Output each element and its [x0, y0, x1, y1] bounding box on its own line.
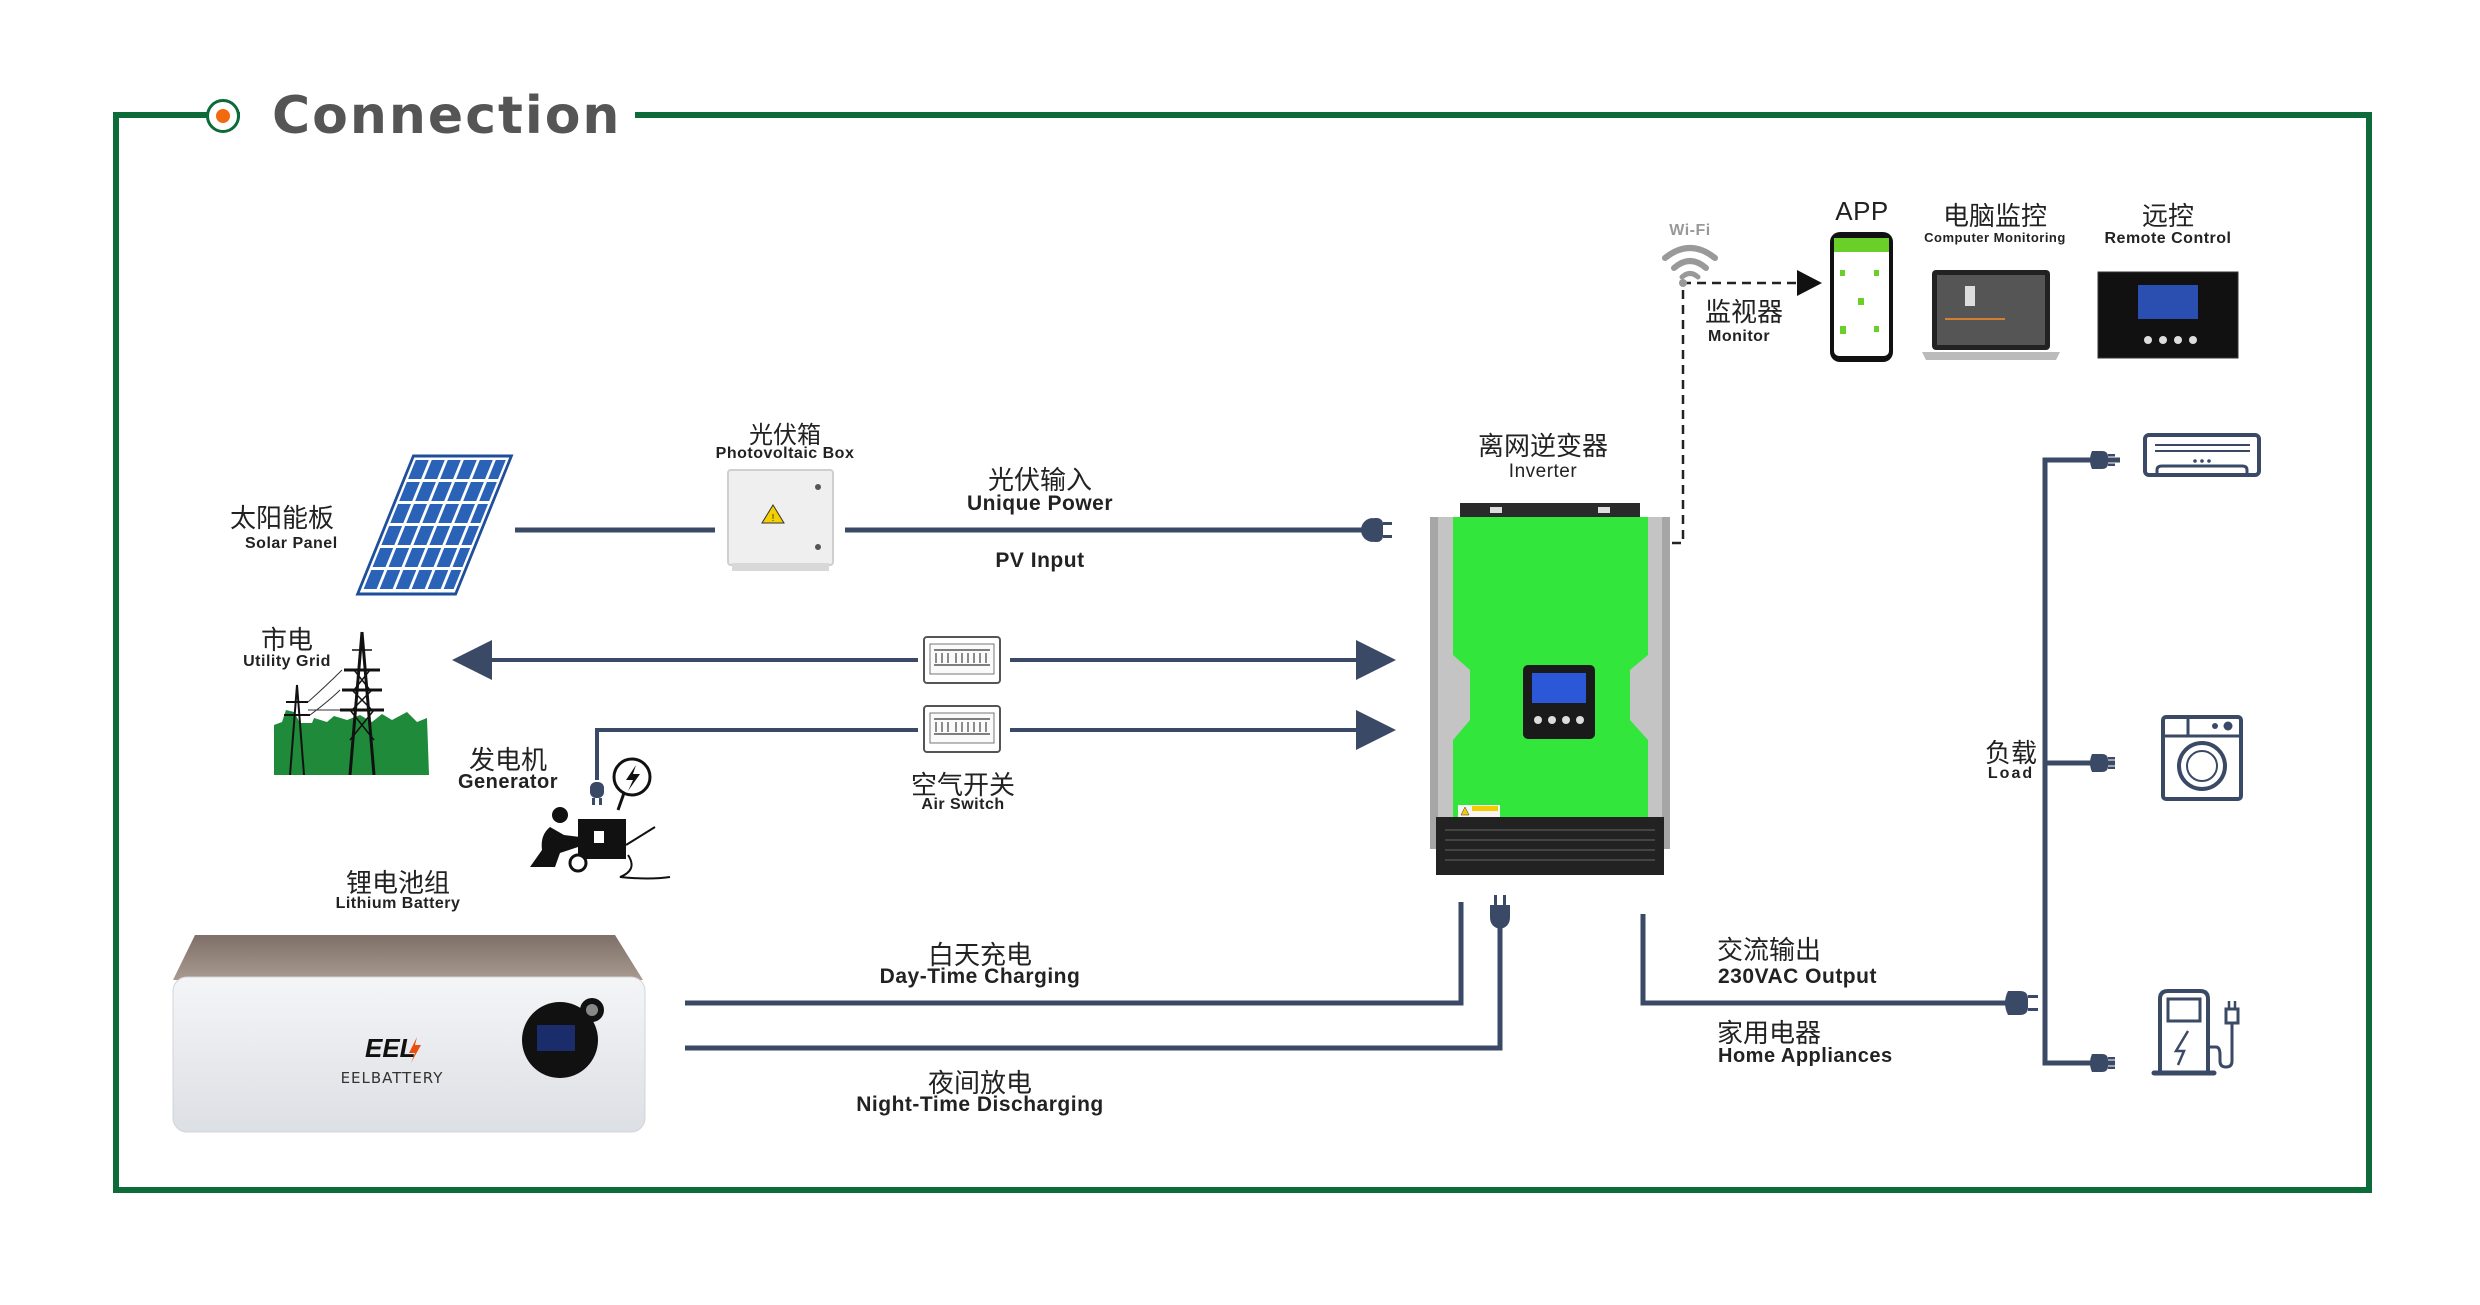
day-charging-label-cn: 白天充电 — [927, 941, 1033, 971]
monitor-dashed-line — [1672, 281, 1800, 545]
pv-input-label-cn: 光伏输入 — [987, 466, 1093, 496]
ac-output-line — [1640, 914, 2010, 1006]
load-label-en: Load — [1987, 765, 2035, 782]
monitor-label-cn: 监视器 — [1705, 298, 1784, 328]
night-discharging-label-cn: 夜间放电 — [927, 1069, 1033, 1099]
solar-panel-icon — [355, 454, 514, 596]
grid-label-cn: 市电 — [260, 626, 314, 656]
home-appliances-label-cn: 家用电器 — [1717, 1019, 1822, 1049]
pv-box-label-en: Photovoltaic Box — [715, 445, 855, 462]
generator-line-left — [595, 728, 918, 780]
laptop-icon — [1922, 270, 2060, 360]
washing-machine-icon — [2161, 715, 2243, 801]
night-discharging-label-en: Night-Time Discharging — [856, 1093, 1104, 1116]
solar-panel-label-en: Solar Panel — [245, 535, 338, 552]
battery-plug-icon — [1490, 895, 1510, 929]
pv-box-icon: ! — [727, 469, 834, 571]
utility-grid-icon — [274, 631, 429, 775]
remote-control-label-en: Remote Control — [2104, 230, 2232, 247]
air-switch-icon — [923, 705, 1001, 753]
frame-border — [113, 112, 2372, 1193]
ac-output-label-cn: 交流输出 — [1717, 936, 1822, 966]
day-charging-label-en: Day-Time Charging — [879, 965, 1081, 988]
inverter-device — [1430, 503, 1670, 875]
wifi-label: Wi-Fi — [1669, 222, 1711, 239]
battery-label-cn: 锂电池组 — [345, 869, 451, 899]
battery-brand-text: EELBATTERY — [341, 1069, 444, 1087]
day-charging-line — [685, 902, 1464, 1006]
monitor-arrow-icon — [1797, 270, 1822, 296]
solar-panel-label-cn: 太阳能板 — [230, 504, 335, 534]
generator-icon — [530, 757, 671, 880]
lithium-battery-icon: EEL EELBATTERY — [172, 935, 646, 1133]
battery-brand-logo: EEL — [365, 1033, 416, 1063]
pv-input-label-en2: PV Input — [995, 549, 1085, 572]
ev-charger-icon — [2151, 989, 2240, 1076]
inverter-label-cn: 离网逆变器 — [1477, 432, 1609, 462]
load-plug-icon — [2090, 1054, 2115, 1072]
computer-monitoring-label-cn: 电脑监控 — [1942, 202, 2048, 232]
battery-label-en: Lithium Battery — [335, 895, 461, 912]
monitor-label-en: Monitor — [1708, 328, 1771, 345]
air-switch-icon — [923, 636, 1001, 684]
air-switch-label-cn: 空气开关 — [910, 771, 1016, 801]
ac-output-label-en: 230VAC Output — [1718, 965, 1877, 988]
svg-text:!: ! — [772, 513, 775, 524]
plug-icon — [1361, 518, 1392, 542]
pv-box-label-cn: 光伏箱 — [749, 421, 821, 449]
ac-output-plug-icon — [2005, 991, 2038, 1015]
inverter-label-en: Inverter — [1508, 461, 1578, 482]
load-plug-icon — [2090, 451, 2115, 469]
computer-monitoring-label-en: Computer Monitoring — [1924, 230, 2066, 245]
app-label: APP — [1835, 196, 1889, 226]
home-appliances-label-en: Home Appliances — [1718, 1045, 1893, 1067]
lightning-icon — [409, 1037, 421, 1063]
generator-plug-icon — [590, 782, 604, 805]
generator-label-cn: 发电机 — [468, 746, 548, 776]
phone-app-icon — [1830, 232, 1893, 362]
load-label-cn: 负载 — [1984, 739, 2038, 769]
remote-control-panel-icon — [2097, 271, 2239, 359]
wifi-icon — [1662, 245, 1718, 287]
target-dot-icon — [206, 99, 240, 133]
load-plug-icon — [2090, 754, 2115, 772]
air-switch-label-en: Air Switch — [921, 796, 1005, 813]
night-discharging-line — [685, 926, 1503, 1051]
grid-label-en: Utility Grid — [243, 653, 331, 670]
remote-control-label-cn: 远控 — [2141, 202, 2195, 232]
page-title: Connection — [258, 86, 636, 146]
generator-label-en: Generator — [457, 771, 559, 793]
air-conditioner-icon — [2143, 433, 2261, 477]
pv-input-label-en: Unique Power — [966, 492, 1114, 515]
